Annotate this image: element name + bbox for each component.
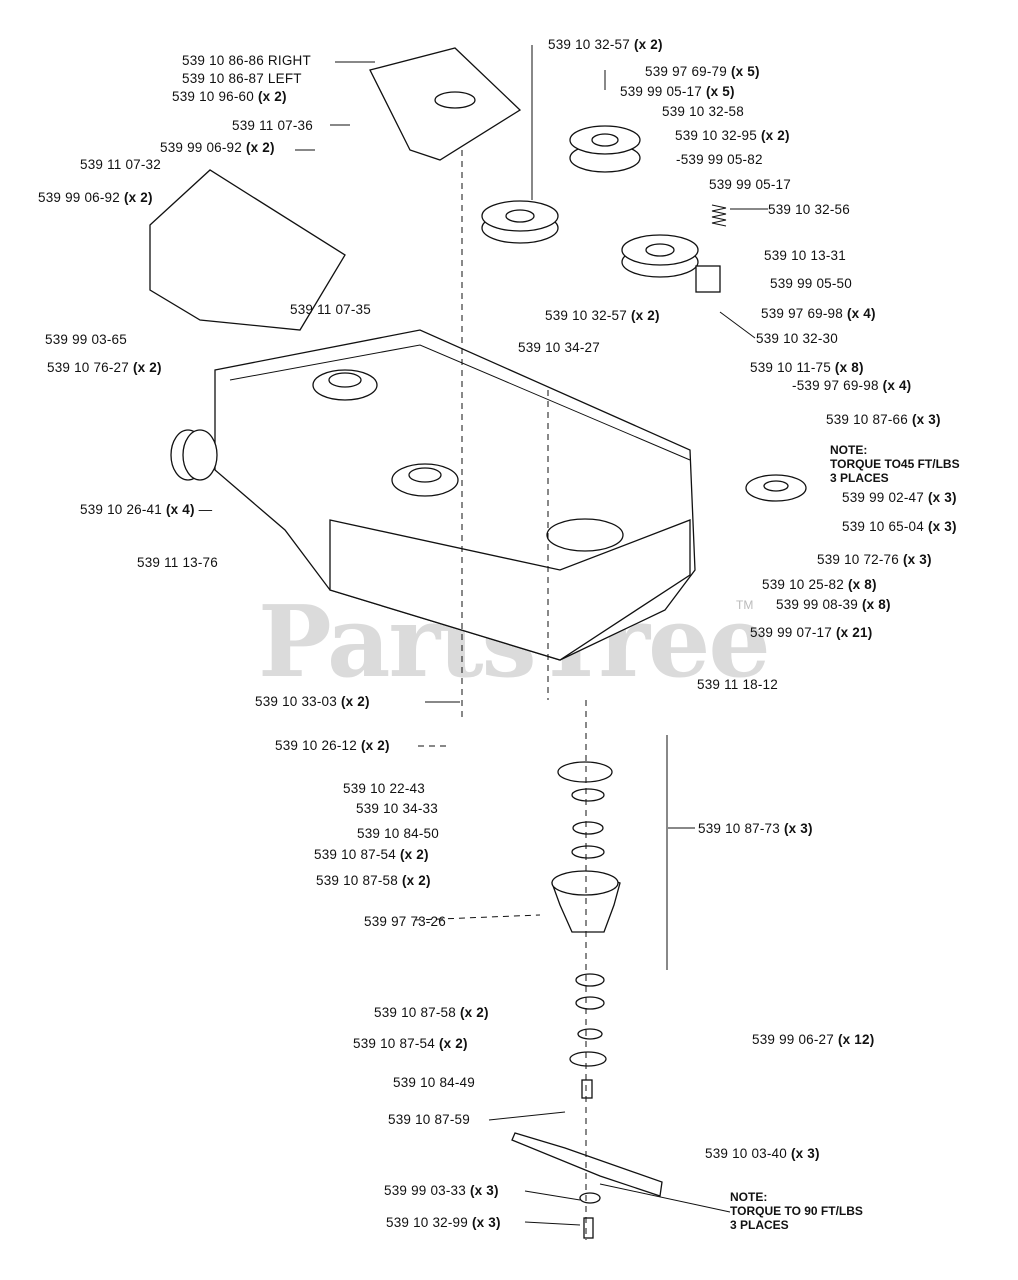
part-label: 539 10 11-75 (x 8) xyxy=(750,360,864,375)
part-label: 539 10 87-66 (x 3) xyxy=(826,412,941,427)
part-label: 539 10 03-40 (x 3) xyxy=(705,1146,820,1161)
deck-top-ridge xyxy=(229,344,691,461)
part-label: 539 97 69-79 (x 5) xyxy=(645,64,760,79)
part-label: 539 10 86-87 LEFT xyxy=(182,71,302,86)
part-label: 539 10 87-58 (x 2) xyxy=(374,1005,489,1020)
idler-arm-bracket xyxy=(695,265,721,293)
part-label: 539 10 32-30 xyxy=(756,331,838,346)
part-label: 539 99 06-92 (x 2) xyxy=(160,140,275,155)
part-label: -539 97 69-98 (x 4) xyxy=(792,378,912,393)
part-label: 539 99 03-33 (x 3) xyxy=(384,1183,499,1198)
trademark-mark: TM xyxy=(736,598,754,612)
part-label: 539 10 33-03 (x 2) xyxy=(255,694,370,709)
mower-blade xyxy=(511,1132,663,1197)
part-label: 539 10 32-56 xyxy=(768,202,850,217)
discharge-chute xyxy=(149,169,346,331)
part-label: 539 10 32-58 xyxy=(662,104,744,119)
part-label: 539 10 86-86 RIGHT xyxy=(182,53,311,68)
part-label: 539 10 65-04 (x 3) xyxy=(842,519,957,534)
spindle-bearing-cup-upper xyxy=(571,845,605,859)
spindle-shaft xyxy=(581,1079,593,1099)
part-label: 539 99 05-17 xyxy=(709,177,791,192)
part-label: 539 99 05-17 (x 5) xyxy=(620,84,735,99)
part-label: 539 10 32-57 (x 2) xyxy=(548,37,663,52)
part-label: 539 97 73-26 xyxy=(364,914,446,929)
part-label: 539 99 06-27 (x 12) xyxy=(752,1032,875,1047)
part-label: 539 11 07-35 xyxy=(290,302,371,317)
blade-washer xyxy=(579,1192,601,1204)
part-label: 539 99 03-65 xyxy=(45,332,127,347)
part-label: 539 99 06-92 (x 2) xyxy=(38,190,153,205)
part-label: 539 10 87-59 xyxy=(388,1112,470,1127)
spindle-washer-top xyxy=(557,761,613,783)
part-label: 539 10 32-57 (x 2) xyxy=(545,308,660,323)
part-label: 539 10 22-43 xyxy=(343,781,425,796)
part-label: 539 10 87-58 (x 2) xyxy=(316,873,431,888)
part-label: 539 11 07-36 xyxy=(232,118,313,133)
part-label: 539 10 87-54 (x 2) xyxy=(314,847,429,862)
part-label: 539 11 13-76 xyxy=(137,555,218,570)
part-label: 539 10 34-27 xyxy=(518,340,600,355)
spindle-bearing-lower xyxy=(575,996,605,1010)
part-label: 539 10 87-54 (x 2) xyxy=(353,1036,468,1051)
part-label: 539 10 96-60 (x 2) xyxy=(172,89,287,104)
blade-bolt xyxy=(583,1217,594,1239)
tension-spring xyxy=(711,204,727,227)
part-label: 539 11 07-32 xyxy=(80,157,161,172)
deck-front-skirt xyxy=(329,519,691,661)
part-label: 539 10 76-27 (x 2) xyxy=(47,360,162,375)
part-label: 539 97 69-98 (x 4) xyxy=(761,306,876,321)
part-label: 539 10 26-12 (x 2) xyxy=(275,738,390,753)
part-label: 539 10 32-99 (x 3) xyxy=(386,1215,501,1230)
spindle-bearing-cup-lower xyxy=(575,973,605,987)
part-label: 539 10 32-95 (x 2) xyxy=(675,128,790,143)
part-label: 539 10 87-73 (x 3) xyxy=(698,821,813,836)
part-label: 539 99 07-17 (x 21) xyxy=(750,625,873,640)
part-label: 539 10 84-50 xyxy=(357,826,439,841)
part-label: 539 10 72-76 (x 3) xyxy=(817,552,932,567)
part-label: 539 11 18-12 xyxy=(697,677,778,692)
part-label: 539 99 05-50 xyxy=(770,276,852,291)
spindle-washer-lower xyxy=(577,1028,603,1040)
spindle-plate-lower xyxy=(569,1051,607,1067)
part-label: 539 10 26-41 (x 4) — xyxy=(80,502,213,517)
part-label: 539 10 34-33 xyxy=(356,801,438,816)
deck-spindle-opening-right xyxy=(546,518,624,552)
spindle-spacer xyxy=(571,788,605,802)
part-label: 539 10 25-82 (x 8) xyxy=(762,577,877,592)
part-label: 539 10 13-31 xyxy=(764,248,846,263)
spindle-bearing-upper xyxy=(572,821,604,835)
part-label: 539 99 08-39 (x 8) xyxy=(776,597,891,612)
part-label: 539 99 02-47 (x 3) xyxy=(842,490,957,505)
part-label: -539 99 05-82 xyxy=(676,152,763,167)
part-label: 539 10 84-49 xyxy=(393,1075,475,1090)
